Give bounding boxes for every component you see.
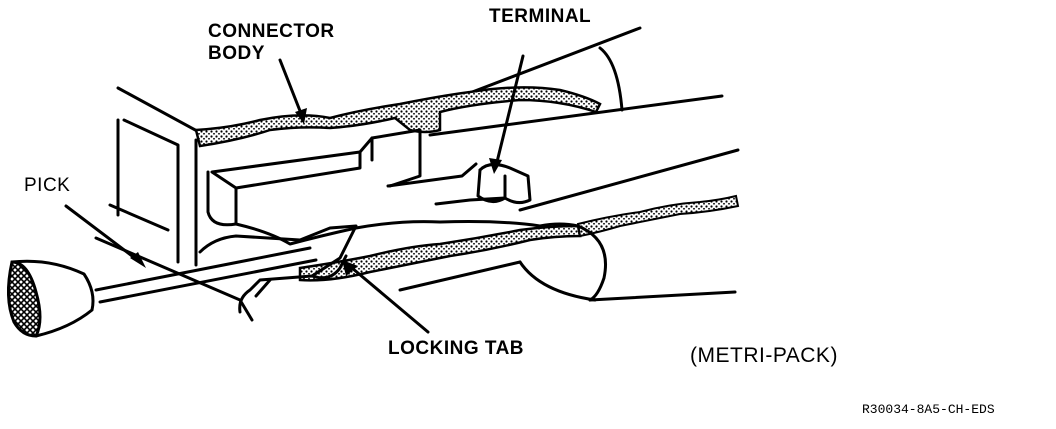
pick-arrowhead [130, 252, 146, 268]
latch-cavity [206, 128, 478, 227]
metri-pack-label: (METRI-PACK) [690, 344, 838, 367]
pick-label: PICK [24, 175, 71, 196]
connector-body-label: CONNECTOR BODY [208, 21, 335, 64]
wire [234, 194, 740, 302]
pick-tool [7, 246, 318, 338]
locking-tab-label: LOCKING TAB [388, 338, 525, 359]
figure-code: R30034-8A5-CH-EDS [862, 402, 995, 417]
connector-body-cut-edge [194, 86, 602, 148]
terminal-arrowhead [489, 158, 502, 174]
locking-tab [198, 224, 358, 314]
leader-lines [64, 54, 525, 334]
connector-body-arrowhead [295, 108, 307, 124]
connector-body-housing [94, 26, 740, 322]
terminal-label: TERMINAL [489, 6, 592, 27]
locking-tab-arrowhead [342, 260, 358, 276]
terminal [434, 163, 532, 206]
